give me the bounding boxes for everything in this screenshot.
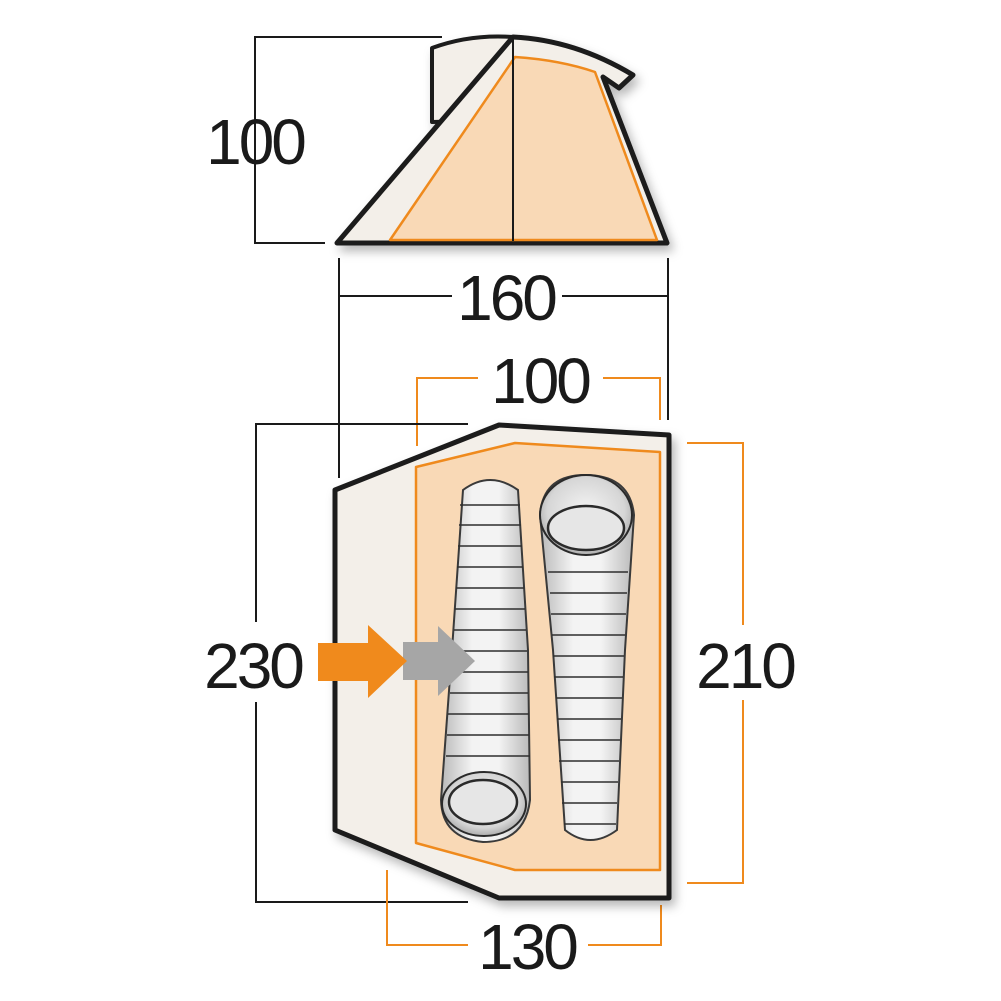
door-arrow-orange-icon — [318, 625, 407, 698]
inner-front-width-dimension — [386, 870, 662, 946]
door-arrow-gray-icon — [403, 626, 475, 696]
height-dimension-line — [254, 36, 442, 244]
sleeping-bag-right — [538, 473, 636, 841]
inner-length-label: 210 — [696, 630, 797, 702]
side-view-inner-tent — [388, 55, 659, 242]
sleeping-bag-left — [439, 479, 532, 844]
inner-front-width-label: 130 — [478, 911, 579, 983]
outer-width-label: 160 — [457, 262, 558, 334]
inner-length-dimension — [687, 442, 744, 884]
floor-plan — [318, 422, 672, 901]
side-view — [254, 34, 670, 246]
outer-length-dimension — [255, 423, 468, 903]
outer-length-label: 230 — [204, 630, 305, 702]
height-label: 100 — [206, 106, 307, 178]
outer-width-dimension — [338, 258, 669, 478]
inner-width-label: 100 — [491, 345, 592, 417]
